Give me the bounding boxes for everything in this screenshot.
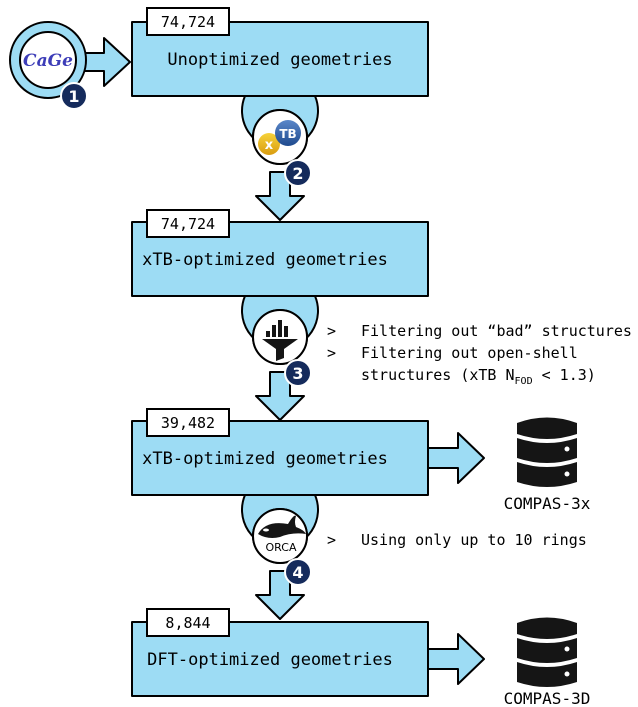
step-2-number: 2 — [292, 164, 303, 183]
note-nfod-criterion: structures (xTB NFOD < 1.3) — [361, 366, 596, 387]
db-label-compas-3d: COMPAS-3D — [504, 689, 591, 707]
connector-orca — [241, 494, 319, 620]
step-1-number: 1 — [68, 87, 79, 106]
note-bullet-2: > — [327, 344, 336, 362]
step-2-badge: 2 — [284, 159, 312, 187]
step-3-label: xTB-optimized geometries — [142, 449, 388, 469]
orca-logo-text: ORCA — [266, 541, 297, 554]
step-1-box: Unoptimized geometries — [131, 21, 429, 97]
cage-tool: CaGe — [9, 21, 87, 99]
note-filter-open-shell: Filtering out open-shell — [361, 344, 578, 362]
connector-xtb — [241, 95, 319, 221]
step-4-label: DFT-optimized geometries — [147, 650, 393, 670]
cage-logo-icon: CaGe — [23, 51, 73, 71]
database-icon — [517, 417, 577, 487]
note-bullet-3: > — [327, 531, 336, 549]
step-3-number: 3 — [292, 364, 303, 383]
xtb-logo-x: x — [265, 138, 274, 153]
filter-notes: > Filtering out “bad” structures > Filte… — [327, 322, 632, 387]
step-3-badge: 3 — [284, 359, 312, 387]
step-2-count-tag: 74,724 — [146, 209, 230, 238]
xtb-logo-icon: x TB — [258, 120, 301, 155]
orca-whale-icon: ORCA — [258, 515, 306, 554]
database-icon — [517, 617, 577, 687]
step-4-count-tag: 8,844 — [146, 608, 230, 637]
step-1-badge: 1 — [60, 82, 88, 110]
db-label-compas-3x: COMPAS-3x — [504, 494, 591, 513]
funnel-chart-icon — [262, 320, 298, 361]
step-2-count: 74,724 — [161, 215, 215, 233]
step-3-box: xTB-optimized geometries — [131, 420, 429, 496]
note-ring-limit: Using only up to 10 rings — [361, 531, 587, 549]
step-1-count: 74,724 — [161, 13, 215, 31]
step-2-label: xTB-optimized geometries — [142, 250, 388, 270]
step-3-count-tag: 39,482 — [146, 408, 230, 437]
step-1-count-tag: 74,724 — [146, 7, 230, 36]
step-4-badge: 4 — [284, 558, 312, 586]
output-arrow-compas-3d — [427, 633, 485, 685]
note-filter-bad: Filtering out “bad” structures — [361, 322, 632, 340]
cage-input-arrow — [79, 37, 131, 87]
step-4-number: 4 — [292, 563, 303, 582]
step-3-count: 39,482 — [161, 414, 215, 432]
note-bullet-1: > — [327, 322, 336, 340]
orca-note: > Using only up to 10 rings — [327, 531, 587, 549]
step-4-count: 8,844 — [165, 614, 210, 632]
step-1-label: Unoptimized geometries — [167, 50, 392, 70]
xtb-logo-tb: TB — [279, 127, 296, 141]
output-arrow-compas-3x — [427, 432, 485, 484]
